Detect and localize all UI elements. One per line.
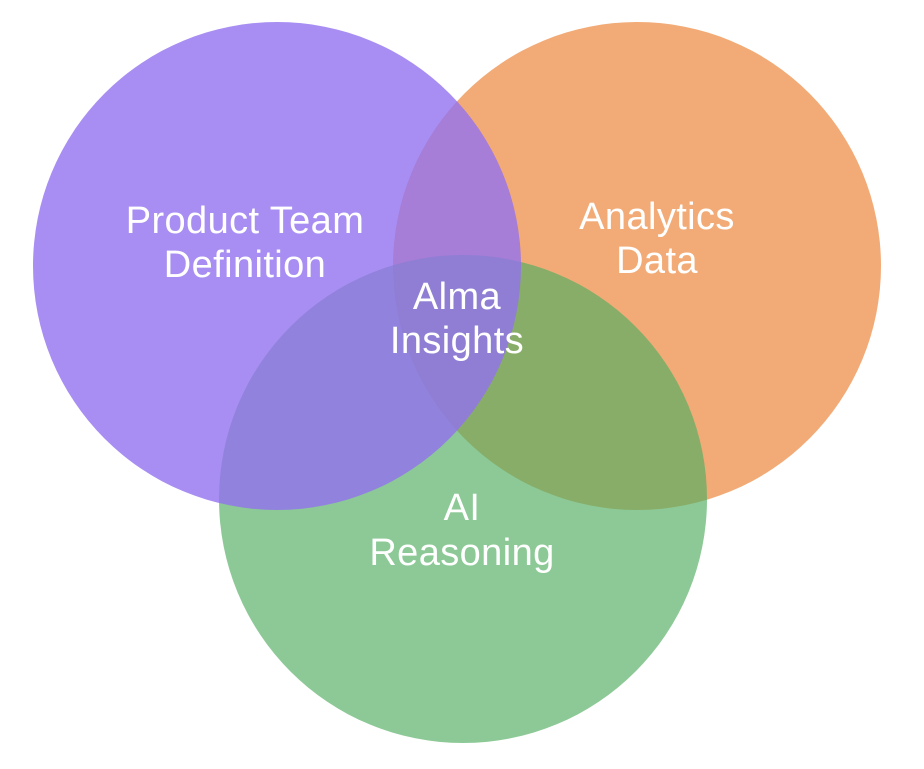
product-team-label-line-2: Definition xyxy=(164,244,326,286)
analytics-data-label-line-1: Analytics xyxy=(579,196,735,238)
venn-circle-product-team-definition xyxy=(33,22,521,510)
ai-reasoning-label-line-1: AI xyxy=(444,487,481,529)
ai-reasoning-label-line-2: Reasoning xyxy=(369,532,554,574)
center-overlap-label-line-2: Insights xyxy=(390,320,524,362)
venn-labels: Product Team Definition Analytics Data A… xyxy=(126,196,735,574)
analytics-data-label-line-2: Data xyxy=(616,240,698,282)
product-team-label-line-1: Product Team xyxy=(126,200,365,242)
center-overlap-label-line-1: Alma xyxy=(413,276,502,318)
